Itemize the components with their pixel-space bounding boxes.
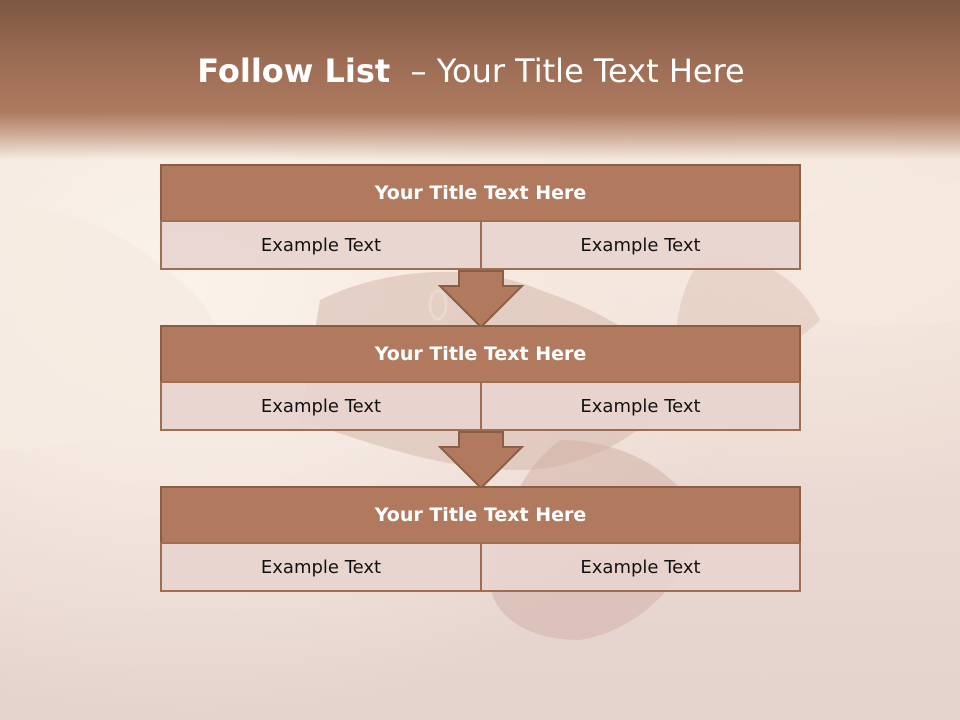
follow-block-1: Your Title Text Here Example Text Exampl…	[160, 164, 801, 272]
page-title-bold: Follow List	[197, 52, 391, 90]
block-title: Your Title Text Here	[160, 325, 801, 383]
block-title: Your Title Text Here	[160, 486, 801, 544]
block-cell-right: Example Text	[480, 220, 801, 270]
block-cell-right: Example Text	[480, 381, 801, 431]
down-arrow-icon	[438, 431, 524, 489]
follow-block-2: Your Title Text Here Example Text Exampl…	[160, 325, 801, 433]
block-cell-right: Example Text	[480, 542, 801, 592]
block-cell-left: Example Text	[160, 542, 482, 592]
page-title-rest: – Your Title Text Here	[410, 52, 745, 90]
block-title: Your Title Text Here	[160, 164, 801, 222]
block-cell-left: Example Text	[160, 220, 482, 270]
page-title: Follow List – Your Title Text Here	[0, 52, 942, 90]
down-arrow-icon	[438, 270, 524, 328]
block-cell-left: Example Text	[160, 381, 482, 431]
title-band	[0, 0, 960, 160]
follow-block-3: Your Title Text Here Example Text Exampl…	[160, 486, 801, 592]
